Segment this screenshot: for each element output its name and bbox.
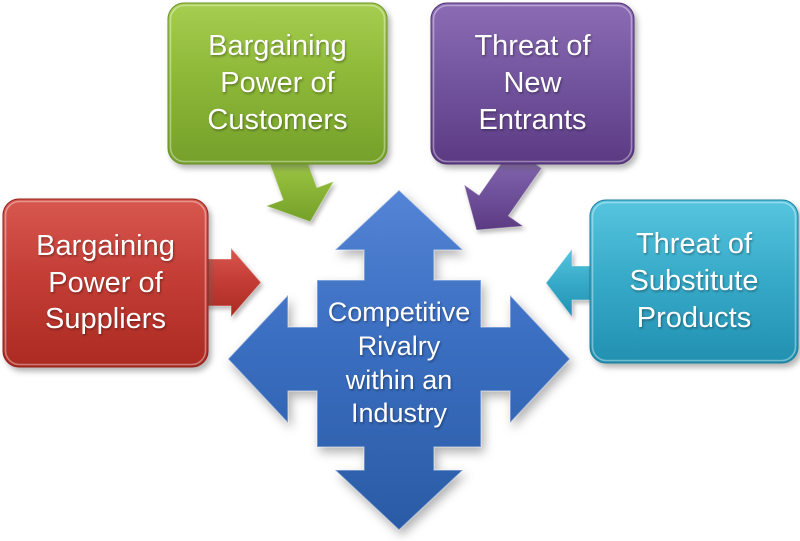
force-box-substitutes xyxy=(589,199,799,364)
force-box-customers xyxy=(167,2,388,165)
force-label-substitutes: Threat of Substitute Products xyxy=(629,228,759,334)
force-box-entrants xyxy=(430,2,635,165)
force-label-customers: Bargaining Power of Customers xyxy=(207,30,348,136)
center-label: Competitive Rivalry within an Industry xyxy=(327,297,471,429)
center-quad-arrow-shape xyxy=(227,189,571,531)
force-label-suppliers: Bargaining Power of Suppliers xyxy=(36,229,175,336)
connector-arrow-customers xyxy=(265,151,335,223)
force-label-entrants: Threat of New Entrants xyxy=(474,30,591,136)
force-box-suppliers xyxy=(2,198,209,368)
